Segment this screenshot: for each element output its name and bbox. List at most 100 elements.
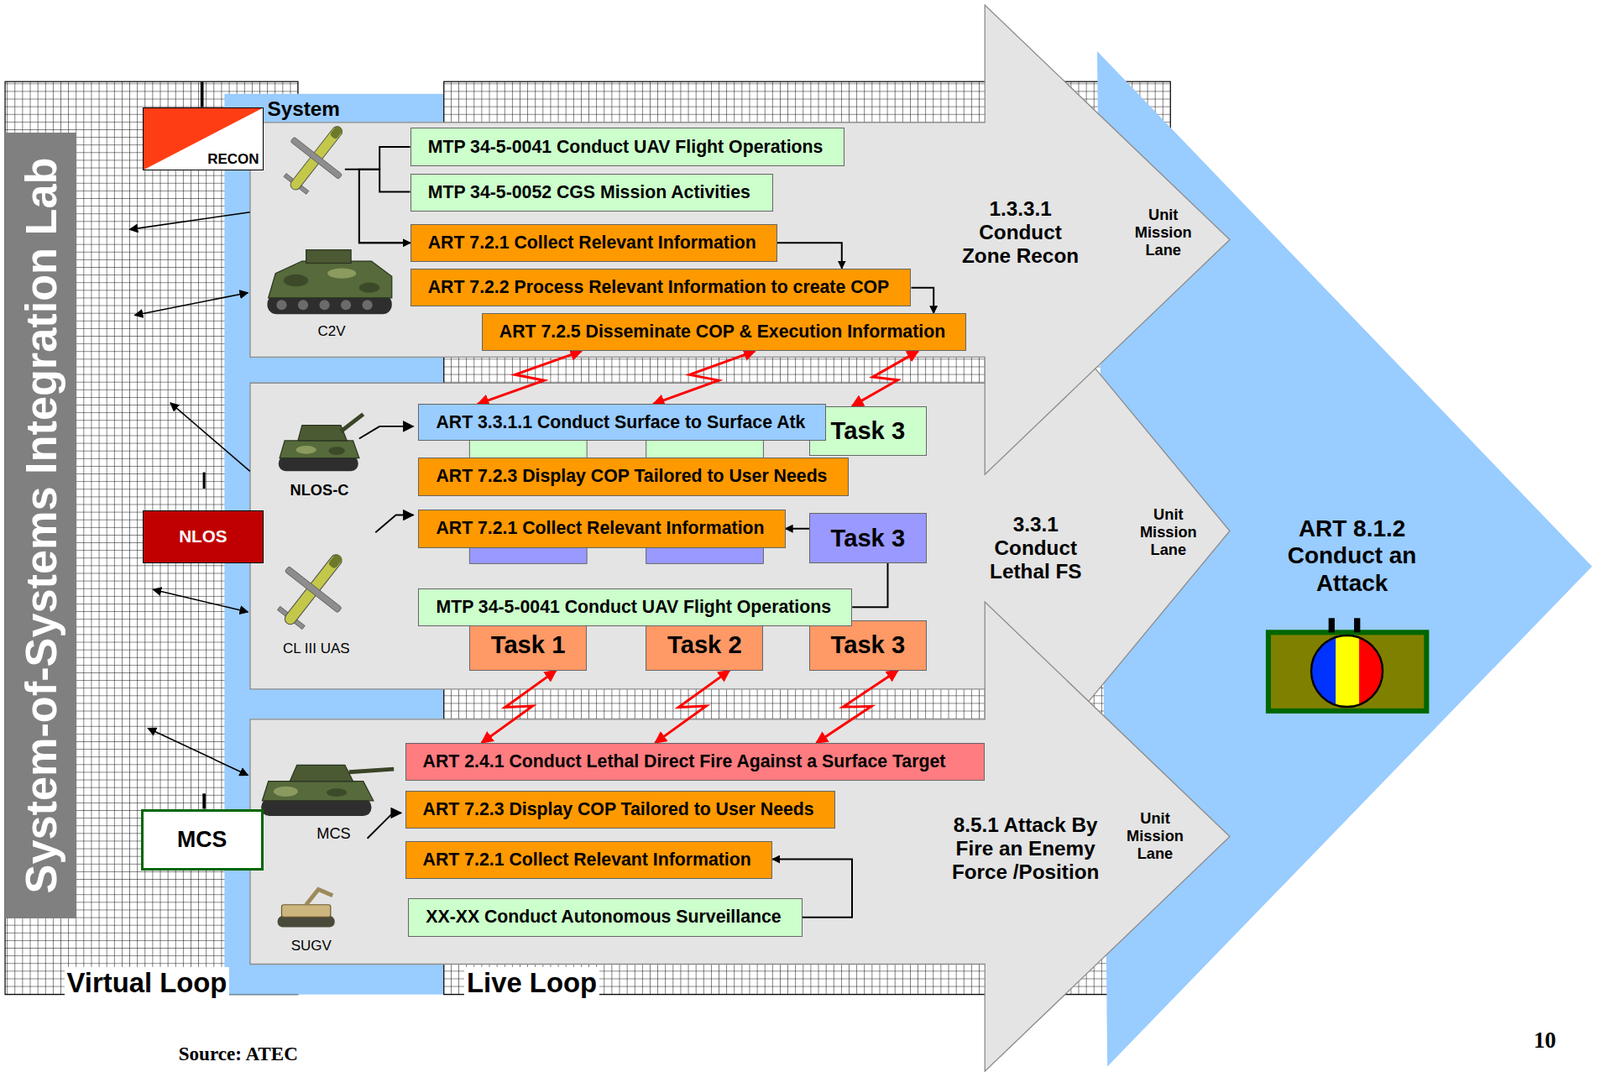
node-text: ART 7.2.1 Collect Relevant Information [428,232,757,254]
interface-arrow [481,670,557,743]
node-text: 1.3.3.1 Conduct Zone Recon [955,197,1087,268]
node-text: ART 7.2.1 Collect Relevant Information [423,849,752,871]
mtp-task-box: MTP 34-5-0052 CGS Mission Activities [410,173,774,212]
art-task-box: ART 7.2.1 Collect Relevant Information [410,224,778,262]
text-holder: ART 8.1.2 Conduct an Attack [1267,515,1437,597]
node-text: 8.5.1 Attack By Fire an Enemy Force /Pos… [937,813,1114,884]
lab-link [147,728,248,776]
text-holder: 3.3.1 Conduct Lethal FS [978,512,1093,584]
node-text: MCS [177,826,227,853]
art-task-box: ART 7.2.1 Collect Relevant Information [418,509,785,549]
art-task-box: ART 2.4.1 Conduct Lethal Direct Fire Aga… [405,742,985,781]
system-label: System [266,97,340,121]
flow-arrow [359,146,411,243]
node-text: ART 7.2.3 Display COP Tailored to User N… [423,799,815,821]
arrow-outline [250,5,1230,475]
node-text: RECON [207,151,259,168]
node-text: ART 7.2.1 Collect Relevant Information [435,517,764,539]
recon-unit-symbol: RECON [142,107,263,171]
mtp-task-box: MTP 34-5-0041 Conduct UAV Flight Operati… [418,588,853,627]
node-text: ART 3.3.1.1 Conduct Surface to Surface A… [435,412,806,434]
text-holder: C2V [318,323,346,340]
text-holder: Unit Mission Lane [1118,810,1193,863]
vehicle-name: MCS [316,825,351,843]
node-text: ART 7.2.5 Disseminate COP & Execution In… [499,321,946,343]
node-text: NLOS [178,526,227,547]
surveillance-task-box: XX-XX Conduct Autonomous Surveillance [407,898,803,937]
art-task-box: ART 7.2.3 Display COP Tailored to User N… [405,790,836,829]
art-task-box: ART 7.2.3 Display COP Tailored to User N… [418,457,848,497]
node-text: Task 3 [831,631,906,659]
text-holder: Unit Mission Lane [1131,506,1206,560]
text-holder: Source: ATEC [178,1042,299,1066]
node-text: Task 3 [831,524,906,553]
interface-arrow [852,350,919,407]
loop-label: Live Loop [464,967,600,999]
node-text: ART 7.2.2 Process Relevant Information t… [428,277,890,299]
arrow-shape [250,601,1230,1072]
node-text: MTP 34-5-0052 CGS Mission Activities [428,182,751,204]
mtp-task-box: MTP 34-5-0041 Conduct UAV Flight Operati… [410,127,846,167]
interface-arrow [654,670,730,743]
node-text: XX-XX Conduct Autonomous Surveillance [425,906,781,928]
node-text: System-of-Systems Integration Lab [18,157,63,895]
text-holder: Virtual Loop [64,967,231,999]
text-holder: 8.5.1 Attack By Fire an Enemy Force /Pos… [937,813,1114,884]
vehicle-name: CL III UAS [282,640,351,658]
node-text: ART 2.4.1 Conduct Lethal Direct Fire Aga… [423,751,947,773]
page-number: 10 [1533,1027,1557,1054]
node-text: ART 7.2.3 Display COP Tailored to User N… [435,465,827,487]
node-text: MTP 34-5-0041 Conduct UAV Flight Operati… [435,596,832,618]
source-note: Source: ATEC [178,1042,299,1066]
text-holder: SUGV [291,937,332,955]
lab-link [129,212,250,231]
art-task-box: ART 7.2.2 Process Relevant Information t… [410,268,912,307]
interface-arrow [653,350,756,404]
lab-banner: System-of-Systems Integration Lab [5,132,77,919]
vehicle-name: NLOS-C [290,481,350,500]
text-holder: System [266,97,340,121]
unit-staff [203,472,206,489]
text-holder: 10 [1533,1027,1557,1054]
text-holder: 1.3.3.1 Conduct Zone Recon [955,197,1087,268]
flow-arrow [777,242,842,268]
node-text: Unit Mission Lane [1131,506,1206,560]
node-text: Task 2 [667,631,743,659]
node-text: Unit Mission Lane [1126,206,1201,260]
task-box: Task 2 [645,620,764,671]
text-holder: MCS [316,825,351,843]
flow-arrow [785,528,889,608]
art-task-box: ART 3.3.1.1 Conduct Surface to Surface A… [418,403,827,441]
art-task-box: ART 7.2.1 Collect Relevant Information [405,841,774,879]
arrow-outline [250,601,1230,1072]
node-text: 3.3.1 Conduct Lethal FS [978,512,1093,584]
unit-field-fill [143,108,262,170]
task-box: Task 3 [809,406,927,457]
loop-label: Virtual Loop [64,967,231,999]
unit-staff [200,81,204,107]
vehicle-name: SUGV [291,937,332,955]
task-box: Task 3 [809,620,927,671]
flow-arrow [359,169,411,243]
flow-arrow [772,859,853,918]
text-holder: NLOS-C [290,481,350,500]
task-box: Task 3 [809,512,927,564]
interface-arrow [815,670,898,743]
mcs-unit-symbol: MCS [141,809,264,871]
node-text: Task 3 [831,417,906,445]
lab-link [134,292,248,316]
lab-link [170,402,251,471]
unit-staff [202,793,206,809]
nlos-unit-symbol: NLOS [142,510,263,564]
vehicle-name: C2V [318,323,346,340]
text-holder: CL III UAS [282,640,351,658]
mission-lane-arrow: 8.5.1 Attack By Fire an Enemy Force /Pos… [250,601,1230,1072]
task-box: Task 1 [469,620,587,671]
art-task-box: ART 7.2.5 Disseminate COP & Execution In… [481,313,967,351]
lab-link [152,589,248,612]
node-text: MTP 34-5-0041 Conduct UAV Flight Operati… [428,136,824,158]
flow-arrow [911,287,935,314]
node-text: Task 1 [491,631,566,659]
text-holder: Live Loop [464,967,600,999]
